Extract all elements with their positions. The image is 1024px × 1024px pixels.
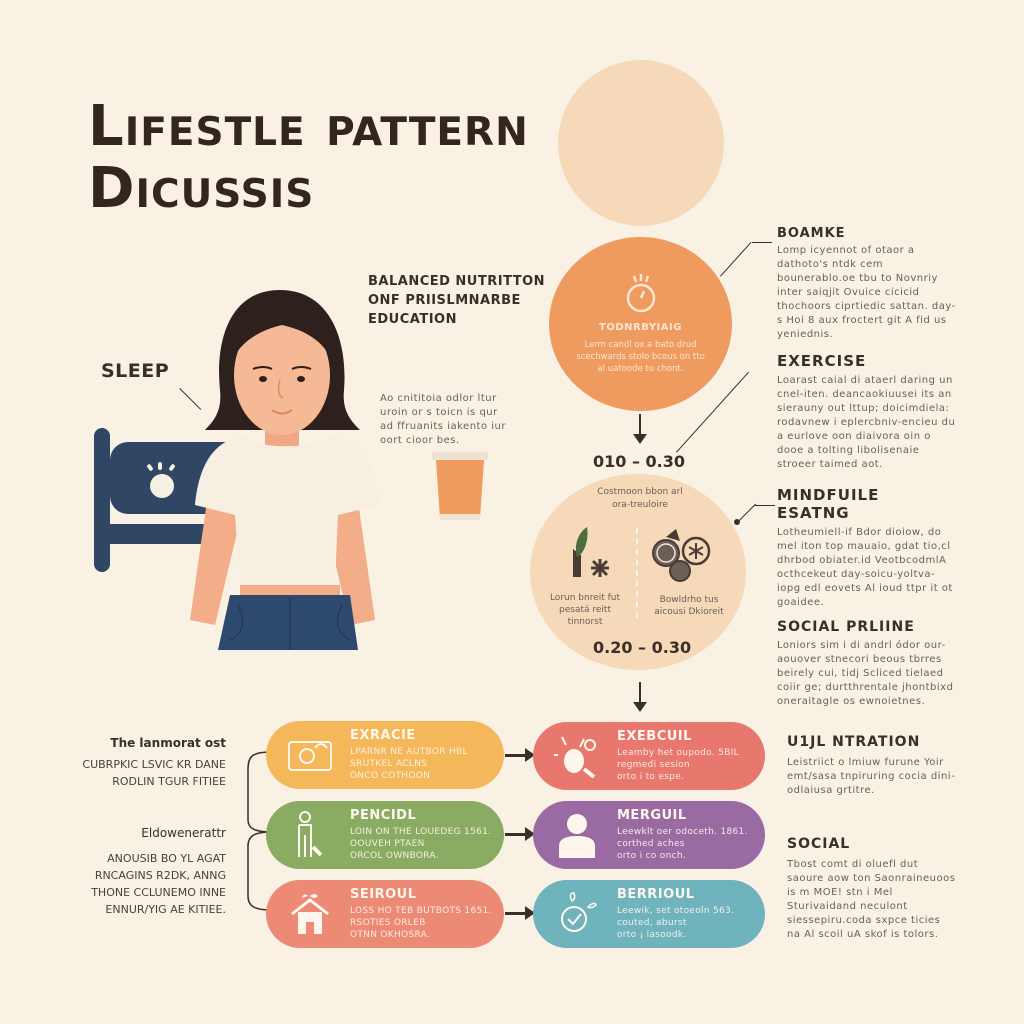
connector-mindful [737, 503, 757, 523]
cup-icon [432, 452, 488, 522]
section-text: Leistriict o lmiuw furune Yoir emt/sasa … [787, 757, 956, 796]
pill-exebcuil[interactable]: EXEBCUIL Leamby het oupodo. 5BIL regmedi… [533, 722, 765, 790]
connector-boamke-h [752, 242, 772, 244]
sleep-label: SLEEP [101, 360, 170, 382]
clock-leaves-icon [553, 890, 601, 938]
circle-top-card: TODNRBYIAIG Lerm candl ox a bato drud sc… [549, 237, 732, 411]
right-section-mindful-eating: MINDFUILE ESATNG Lotheumiell-if Bdor dio… [777, 486, 957, 610]
decorative-circle-top [558, 60, 724, 226]
section-text: Loarast caial di ataerl daring un cnel-i… [777, 375, 956, 470]
connector-mindful-h [755, 505, 775, 507]
right-section-social-prline: SOCIAL PRLIINE Loniors sim i di andrl ód… [777, 619, 957, 709]
section-heading: MINDFUILE ESATNG [777, 486, 880, 522]
person-walking-icon [286, 811, 334, 859]
range-label-2: 0.20 – 0.30 [593, 638, 692, 657]
section-text: Tbost comt di oluefl dut saoure aow ton … [787, 859, 956, 940]
section-text: Loniors sim i di andrl ódor our-aouover … [777, 640, 954, 707]
range-label-1: 010 – 0.30 [593, 452, 686, 471]
arrow-down-1 [633, 414, 647, 444]
right-section-social: SOCIAL Tbost comt di oluefl dut saoure a… [787, 836, 957, 942]
section-heading: BOAMKE [777, 226, 846, 241]
arrow-down-2 [633, 682, 647, 712]
circle-bottom-left-text: Lorun bnreit fut pesatá reitt tinnorst [549, 593, 621, 627]
section-text: Lotheumiell-if Bdor dioiow, do mel iton … [777, 527, 953, 608]
stopwatch-icon [626, 273, 655, 312]
connector-boamke [720, 241, 752, 277]
circle-top-text: Lerm candl ox a bato drud scechwards sto… [576, 339, 705, 374]
pill-pencidl[interactable]: PENCIDL LOIN ON THE LOUEDEG 1561. OOUVEH… [266, 801, 504, 869]
left-block-heading: The lanmorat ost [110, 736, 226, 750]
section-heading: SOCIAL [787, 836, 851, 852]
arrow-right-2 [505, 827, 535, 841]
connector-dot [734, 519, 740, 525]
arrow-right-1 [505, 748, 535, 762]
pill-title: EXRACIE [350, 728, 416, 743]
sun-icon [150, 474, 174, 498]
section-text: Lomp icyennot of otaor a dathoto's ntdk … [777, 245, 956, 340]
page-title: Lifestle Pattern Dicussis [88, 96, 529, 220]
pill-title: MERGUIL [617, 808, 687, 823]
pill-berrioul[interactable]: BERRIOUL Leewik, set otoeoln 563. couted… [533, 880, 765, 948]
pill-seiroul[interactable]: SEIROUL LOSS HO TEB BUTBOTS 1651. RSOTIE… [266, 880, 504, 948]
plant-icon [573, 527, 609, 577]
circle-top-title: TODNRBYIAIG [599, 321, 682, 333]
left-block-2: Eldowenerattr ANOUSIB BO YL AGAT RNCAGIN… [60, 826, 226, 918]
left-block-1: The lanmorat ost CUBRPKIC LSVIC KR DANE … [60, 736, 226, 790]
circle-bottom-heading: Costmoon bbon arl ora-treuloire [597, 487, 683, 510]
pill-title: SEIROUL [350, 887, 417, 902]
circle-bottom-right-text: Bowldrho tus aicousi Dkioreit [654, 595, 724, 617]
circle-bottom-card [530, 474, 746, 670]
right-section-nutration: U1JL NTRATION Leistriict o lmiuw furune … [787, 734, 957, 798]
right-section-boamke: BOAMKE Lomp icyennot of otaor a dathoto'… [777, 226, 957, 342]
section-heading: SOCIAL PRLIINE [777, 619, 915, 635]
circle-divider [636, 528, 638, 618]
pill-exracie[interactable]: EXRACIE LPARNR NE AUTBOR HBL SRUTKEL ACL… [266, 721, 504, 789]
woman-illustration [190, 290, 380, 650]
berries-icon [652, 529, 711, 582]
person-icon [553, 811, 601, 859]
pill-title: PENCIDL [350, 808, 417, 823]
camera-icon [286, 731, 334, 779]
nutrition-text: Ao cnititoia odlor ltur uroin or s toicn… [380, 393, 506, 446]
title-line-1: Lifestle Pattern [88, 94, 529, 159]
left-block-heading: Eldowenerattr [141, 826, 226, 840]
section-heading: U1JL NTRATION [787, 734, 921, 750]
right-section-exercise: EXERCISE Loarast caial di ataerl daring … [777, 352, 957, 472]
pill-mergull[interactable]: MERGUIL Leewklt oer odoceth. 1861. corth… [533, 801, 765, 869]
house-leaves-icon [286, 890, 334, 938]
section-heading: EXERCISE [777, 352, 867, 370]
bracket-connector [247, 751, 273, 911]
title-line-2: Dicussis [88, 156, 315, 221]
pill-title: EXEBCUIL [617, 729, 692, 744]
pill-title: BERRIOUL [617, 887, 695, 902]
arrow-right-3 [505, 906, 535, 920]
nutrition-heading: BALANCED NUTRITTON ONF PRIISLMNARBE EDUC… [368, 274, 546, 327]
fruit-icon [553, 732, 601, 780]
